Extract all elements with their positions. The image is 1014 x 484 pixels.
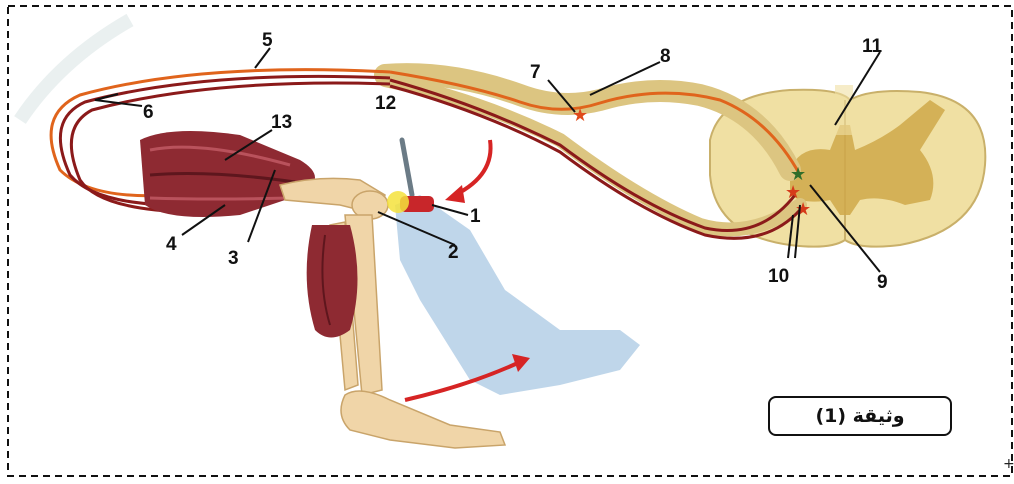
foot-bones	[341, 391, 505, 448]
calf-muscles	[307, 225, 358, 338]
label-7: 7	[530, 62, 541, 83]
reflex-hammer	[387, 140, 434, 213]
label-1: 1	[470, 206, 481, 227]
label-4: 4	[166, 234, 177, 255]
label-13: 13	[271, 112, 292, 133]
label-3: 3	[228, 248, 239, 269]
figure-caption-box: وثيقة (1)	[768, 396, 952, 436]
arrow-head-hammer	[445, 185, 465, 203]
label-11: 11	[862, 36, 883, 57]
label-6: 6	[143, 102, 154, 123]
label-12: 12	[375, 93, 396, 114]
svg-text:★: ★	[572, 105, 588, 126]
figure-caption: وثيقة (1)	[815, 405, 904, 427]
label-8: 8	[660, 46, 671, 67]
svg-text:★: ★	[795, 199, 811, 220]
label-2: 2	[448, 242, 459, 263]
label-9: 9	[877, 272, 888, 293]
label-5: 5	[262, 30, 273, 51]
corner-mark: +	[1003, 456, 1014, 472]
label-10: 10	[768, 266, 789, 287]
